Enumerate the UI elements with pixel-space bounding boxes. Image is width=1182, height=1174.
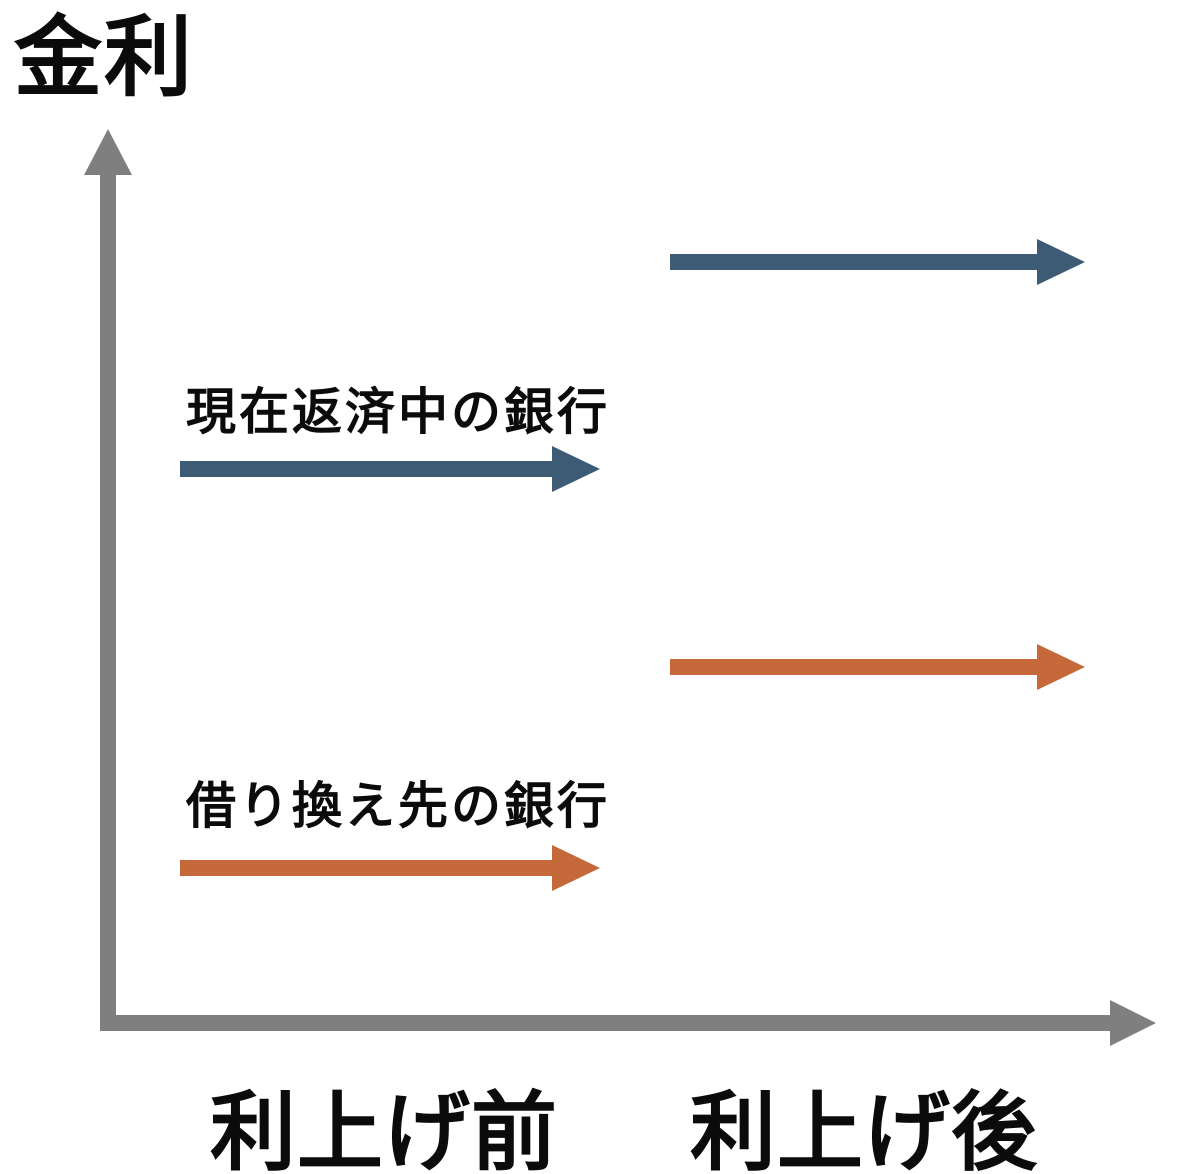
- right-arrowhead-icon: [1037, 239, 1085, 285]
- y-axis-label: 金利: [14, 8, 195, 107]
- series-label-current-bank: 現在返済中の銀行: [186, 384, 610, 440]
- arrow-body: [180, 860, 552, 876]
- right-arrowhead-icon: [1037, 644, 1085, 690]
- arrow-body: [670, 659, 1037, 675]
- right-arrowhead-icon: [552, 845, 600, 891]
- x-axis-arrowhead-icon: [1110, 1000, 1156, 1046]
- arrow-body: [670, 254, 1037, 270]
- x-axis-line: [100, 1015, 1112, 1031]
- arrow-refinance-bank-before: [180, 845, 600, 891]
- series-label-refinance-bank: 借り換え先の銀行: [186, 778, 610, 834]
- arrow-current-bank-before: [180, 446, 600, 492]
- y-axis-arrowhead-icon: [84, 129, 132, 175]
- arrow-refinance-bank-after: [670, 644, 1085, 690]
- right-arrowhead-icon: [552, 446, 600, 492]
- x-tick-before-rate-hike: 利上げ前: [210, 1085, 558, 1174]
- arrow-current-bank-after: [670, 239, 1085, 285]
- y-axis-line: [100, 168, 116, 1031]
- arrow-body: [180, 461, 552, 477]
- x-tick-after-rate-hike: 利上げ後: [690, 1085, 1038, 1174]
